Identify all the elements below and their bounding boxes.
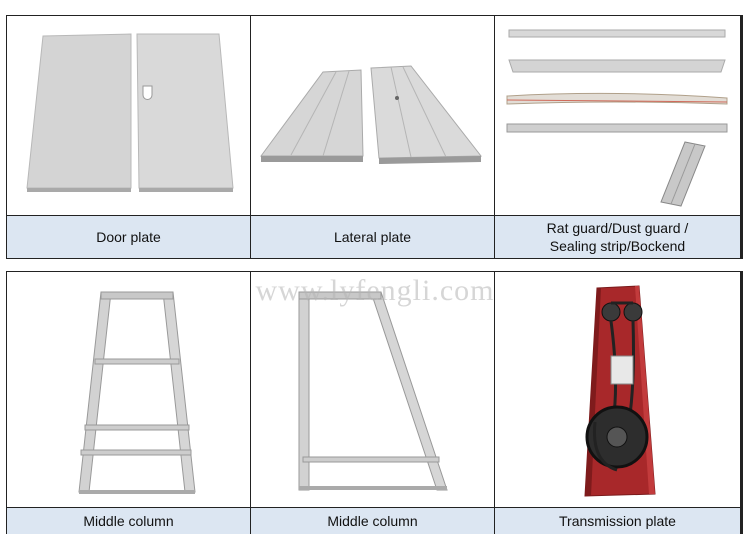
caption-middle-column-2: Middle column (251, 508, 494, 534)
caption-middle-column-1: Middle column (7, 508, 250, 534)
transmission-plate-image (495, 272, 740, 507)
caption-door-plate: Door plate (7, 216, 250, 258)
caption-transmission-plate: Transmission plate (495, 508, 740, 534)
middle-column-image (7, 272, 250, 507)
door-plate-image (7, 16, 250, 215)
caption-lateral-plate: Lateral plate (251, 216, 494, 258)
rat-guard-image (495, 16, 740, 215)
middle-column-image (251, 272, 494, 507)
lateral-plate-image (251, 16, 494, 215)
caption-rat-guard: Rat guard/Dust guard / Sealing strip/Boc… (495, 216, 740, 258)
bottom-product-grid: Middle column Middle column Transmission… (6, 271, 743, 534)
top-product-grid: Door plate Lateral plate Rat guard/Dust … (6, 15, 743, 259)
